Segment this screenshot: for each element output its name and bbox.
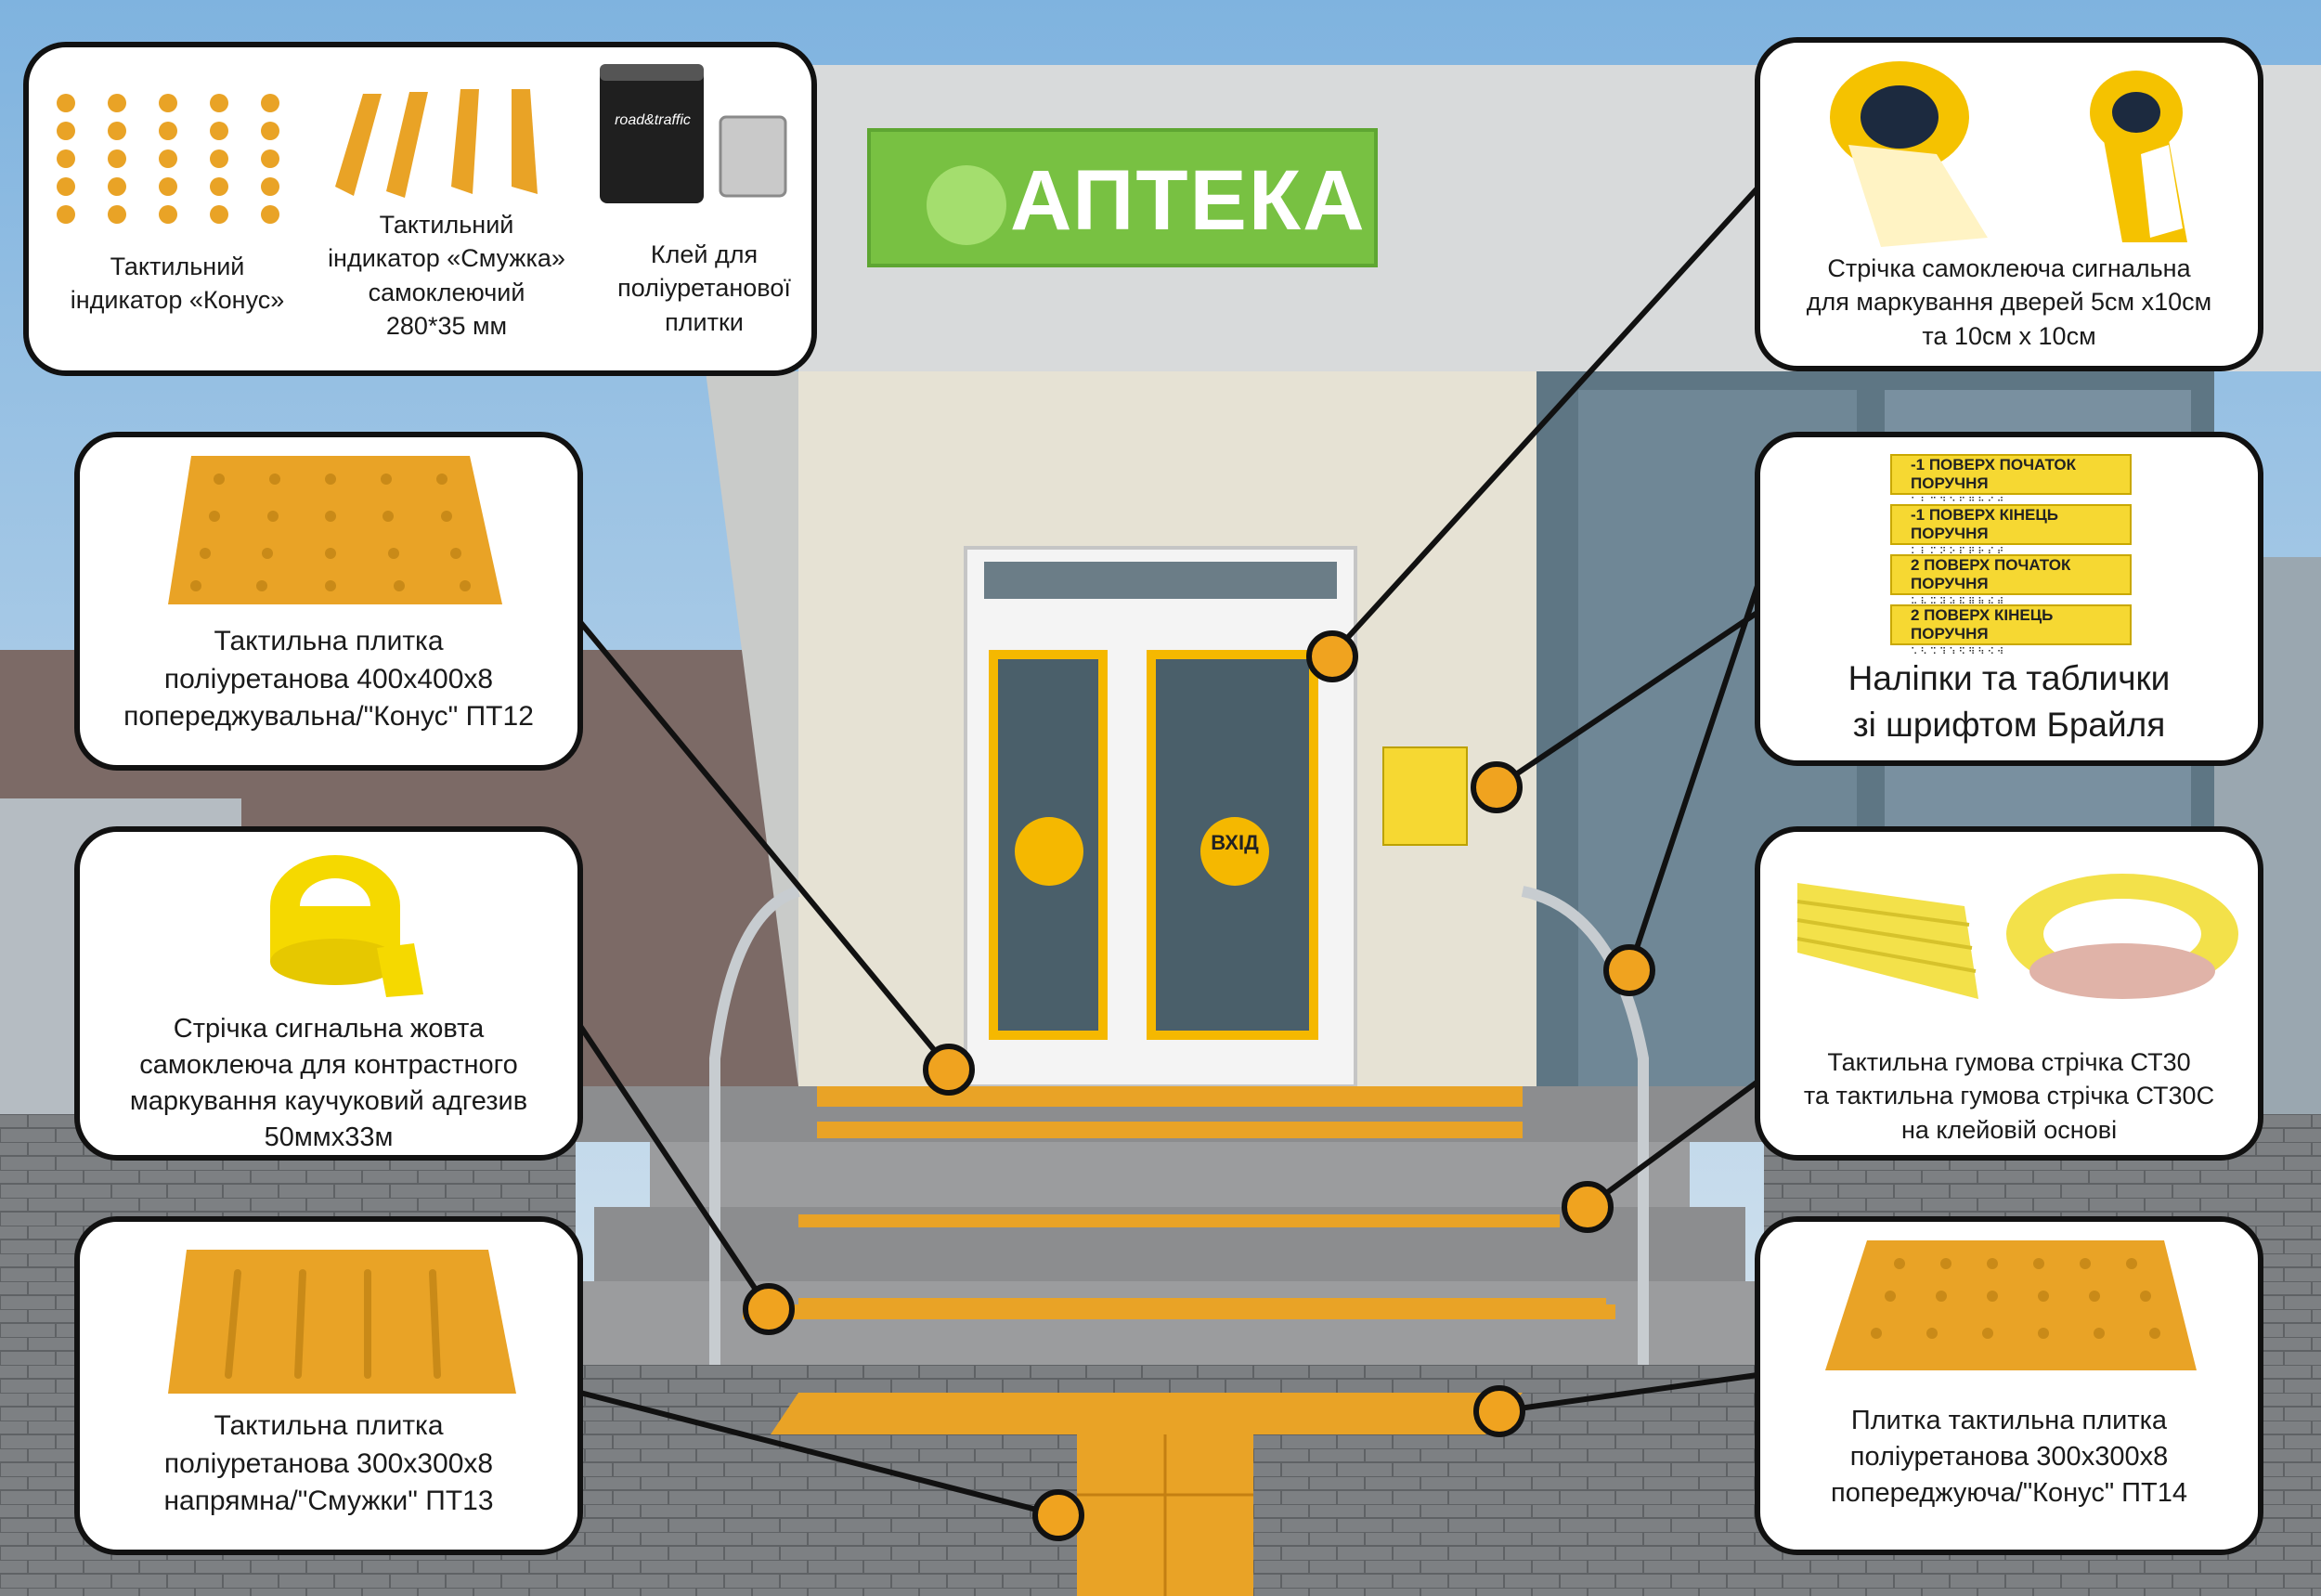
braille-row-3: 2 ПОВЕРХ ПОЧАТОК ПОРУЧНЯ⠥⠧⠭⠽⠵⠯⠿⠷⠮⠾ [1890, 554, 2132, 607]
signal-tape-text: Стрічка сигнальна жовта самоклеюча для к… [129, 1014, 528, 1153]
tile-pt12-illustration [168, 456, 502, 604]
glue-can-icon [600, 64, 787, 203]
tile-pt14-text: Плитка тактильна плитка поліуретанова 30… [1830, 1406, 2187, 1509]
callout-tile-pt12: Тактильна плитка поліуретанова 400х400х8… [74, 432, 583, 771]
door-label: ВХІД [1211, 831, 1259, 854]
glue-can-brand: road&traffic [615, 112, 691, 128]
info-plate [1382, 746, 1468, 846]
dot-tile-pt14 [1473, 1385, 1525, 1437]
braille-row-2: -1 ПОВЕРХ КІНЕЦЬ ПОРУЧНЯ⠅⠇⠍⠝⠕⠏⠟⠗⠎⠞ [1890, 504, 2132, 557]
pointer-dots [743, 630, 1655, 1541]
dot-door [1306, 630, 1358, 682]
dot-tile-pt12 [923, 1044, 975, 1096]
door-tape-illustration [1830, 61, 2187, 247]
rubber-tape-text: Тактильна гумова стрічка СТ30 та тактиль… [1803, 1048, 2215, 1144]
callout-tile-pt13: Тактильна плитка поліуретанова 300х300х8… [74, 1216, 583, 1555]
dot-tile-pt13 [1032, 1489, 1084, 1541]
dot-railing [1603, 944, 1655, 996]
braille-row-4: 2 ПОВЕРХ КІНЕЦЬ ПОРУЧНЯ⠡⠣⠩⠹⠱⠫⠻⠳⠪⠺ [1890, 604, 2132, 657]
pointer-lines [577, 178, 1767, 1518]
step-4 [557, 1281, 1783, 1365]
dot-signal-tape [743, 1283, 795, 1335]
door-marker-right [1200, 817, 1269, 886]
callout-door-tape: Стрічка самоклеюча сигнальна для маркува… [1755, 37, 2263, 371]
tile-pt13-caption: Тактильна плитка поліуретанова 300х300х8… [80, 1408, 577, 1521]
step-2 [650, 1142, 1690, 1207]
railing-left [709, 886, 800, 1365]
tile-pt14-illustration [1825, 1240, 2197, 1370]
signal-tape-illustration [270, 855, 423, 997]
door-marker-left [1015, 817, 1083, 886]
callout-rubber-tape: Тактильна гумова стрічка СТ30 та тактиль… [1755, 826, 2263, 1161]
pharmacy-sign: АПТЕКА [867, 128, 1378, 267]
tile-pt14-caption: Плитка тактильна плитка поліуретанова 30… [1760, 1403, 2258, 1512]
glue-caption: Клей для поліуретанової плитки [590, 238, 811, 339]
railing-right [1521, 886, 1649, 1365]
callout-indicators: road&traffic Тактильний індикатор «Конус… [23, 42, 817, 376]
strip-indicator-text: Тактильний індикатор «Смужка» самоклеючи… [328, 211, 565, 341]
tile-pt13-illustration [168, 1250, 516, 1394]
cone-indicator-caption: Тактильний індикатор «Конус» [38, 250, 317, 318]
dot-info [1471, 761, 1523, 813]
tile-pt13-text: Тактильна плитка поліуретанова 300х300х8… [163, 1410, 494, 1516]
tile-pt12-text: Тактильна плитка поліуретанова 400х400х8… [123, 626, 534, 732]
door-tape-caption: Стрічка самоклеюча сигнальна для маркува… [1760, 252, 2258, 353]
door-tape-text: Стрічка самоклеюча сигнальна для маркува… [1806, 254, 2212, 350]
callout-signal-tape: Стрічка сигнальна жовта самоклеюча для к… [74, 826, 583, 1161]
rubber-tape-illustration [1796, 874, 2238, 999]
cone-indicator-icon [57, 94, 279, 224]
callout-braille: -1 ПОВЕРХ ПОЧАТОК ПОРУЧНЯ⠁⠃⠉⠙⠑⠋⠛⠓⠊⠚ -1 П… [1755, 432, 2263, 766]
dot-step [1562, 1181, 1614, 1233]
sign-logo-icon [927, 165, 1006, 245]
cone-indicator-text: Тактильний індикатор «Конус» [70, 253, 285, 315]
braille-row-1: -1 ПОВЕРХ ПОЧАТОК ПОРУЧНЯ⠁⠃⠉⠙⠑⠋⠛⠓⠊⠚ [1890, 454, 2132, 507]
signal-tape-caption: Стрічка сигнальна жовта самоклеюча для к… [80, 1011, 577, 1155]
braille-text: Наліпки та таблички зі шрифтом Брайля [1848, 659, 2171, 744]
sign-title: АПТЕКА [1010, 153, 1367, 248]
glue-text: Клей для поліуретанової плитки [617, 240, 791, 336]
door-right-glass [1147, 650, 1318, 1040]
braille-caption: Наліпки та таблички зі шрифтом Брайля [1760, 655, 2258, 748]
callout-tile-pt14: Плитка тактильна плитка поліуретанова 30… [1755, 1216, 2263, 1555]
strip-indicator-caption: Тактильний індикатор «Смужка» самоклеючи… [307, 208, 586, 344]
tile-pt12-caption: Тактильна плитка поліуретанова 400х400х8… [80, 623, 577, 736]
strip-indicator-icon [335, 89, 538, 198]
indicators-illustration [57, 64, 787, 224]
rubber-tape-caption: Тактильна гумова стрічка СТ30 та тактиль… [1760, 1045, 2258, 1147]
tactile-tile-row [771, 1393, 1523, 1434]
